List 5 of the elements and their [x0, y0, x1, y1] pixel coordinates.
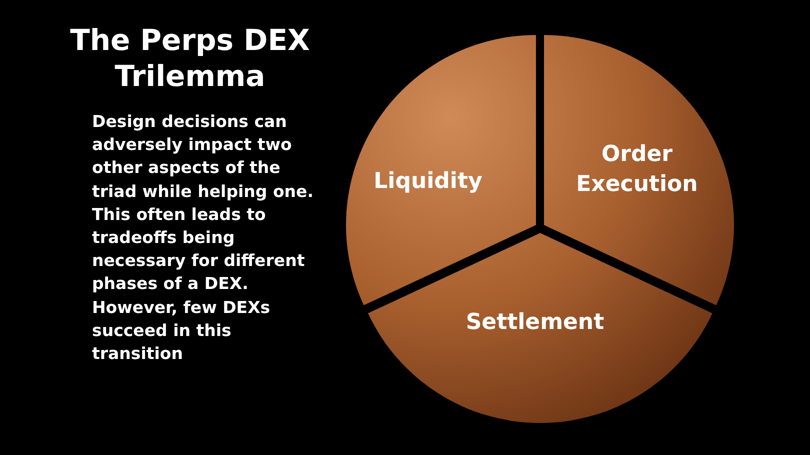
title: The Perps DEX Trilemma [69, 22, 311, 94]
segment-label: Liquidity [372, 168, 484, 196]
segment-label: Settlement [464, 309, 606, 337]
segment-label: Order Execution [575, 140, 699, 199]
paragraph: Design decisions can adversely impact two other aspects of the triad while helping one. This often leads to tradeoffs being necessary for different phases of a DEX. However, few DEXs succeed in this transition [92, 111, 315, 366]
